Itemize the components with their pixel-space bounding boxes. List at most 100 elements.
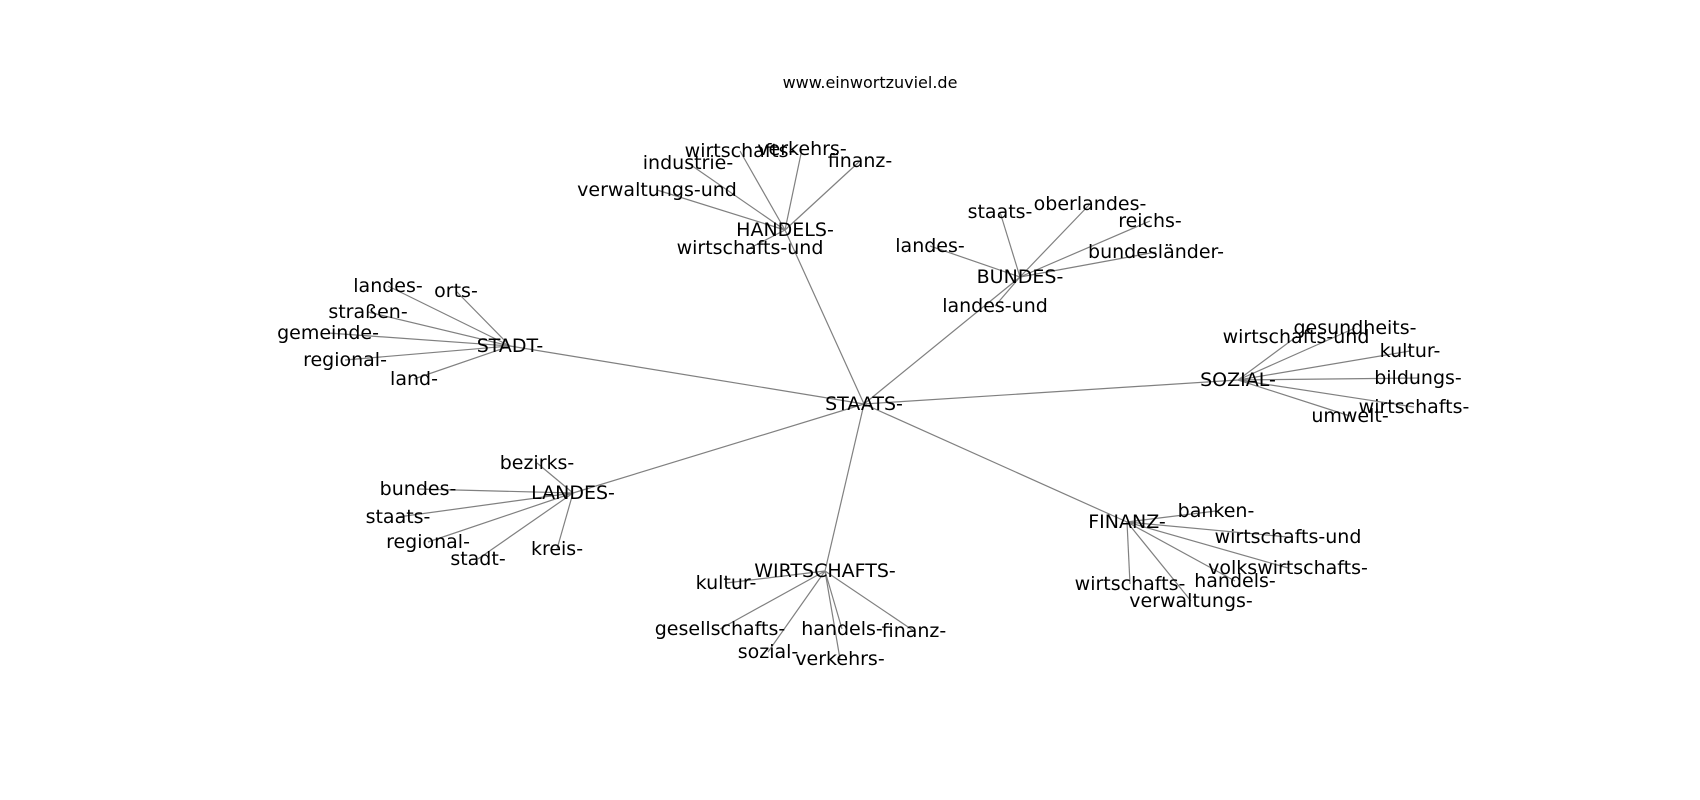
edge-bundes-to-bundes-landes bbox=[929, 245, 1021, 278]
edge-stadt-to-stadt-gemeinde bbox=[327, 332, 511, 347]
node-finanz-wirtschafts-und: wirtschafts-und bbox=[1215, 526, 1362, 548]
edge-sozial-to-sozial-kultur bbox=[1237, 350, 1411, 381]
edge-sozial-to-sozial-bildungs bbox=[1237, 377, 1419, 381]
edge-wirtschafts-to-wirtschafts-sozial bbox=[767, 570, 826, 653]
graph-edges bbox=[327, 148, 1419, 660]
node-landes-regional: regional- bbox=[386, 531, 470, 553]
edge-stadt-to-stadt-orts bbox=[455, 290, 511, 347]
node-wirtschafts-kultur: kultur- bbox=[696, 572, 757, 594]
node-stadt-gemeinde: gemeinde- bbox=[277, 322, 379, 344]
edge-wirtschafts-to-wirtschafts-kultur bbox=[725, 570, 826, 584]
edge-handels-to-handels-verkehrs bbox=[784, 148, 803, 231]
edge-bundes-to-bundes-bundeslander bbox=[1019, 251, 1157, 278]
node-finanz-volkswirtschafts: volkswirtschafts- bbox=[1208, 557, 1368, 579]
edge-sozial-to-sozial-gesundheits bbox=[1237, 327, 1356, 381]
edge-bundes-to-bundes-landes-und bbox=[994, 276, 1021, 307]
edge-sozial-to-sozial-wirtschafts-und bbox=[1237, 336, 1297, 381]
edge-landes-to-landes-stadt bbox=[477, 492, 574, 560]
edge-finanz-to-finanz-wirtschafts-und bbox=[1126, 521, 1289, 538]
node-landes: LANDES- bbox=[531, 482, 615, 504]
page-title: www.einwortzuviel.de bbox=[783, 73, 958, 92]
node-wirtschafts-finanz: finanz- bbox=[882, 620, 947, 642]
edge-handels-to-handels-industrie bbox=[687, 162, 786, 231]
edge-landes-to-landes-bezirks bbox=[536, 462, 574, 494]
node-sozial-gesundheits: gesundheits- bbox=[1293, 317, 1416, 339]
edge-finanz-to-finanz-volkswirtschafts bbox=[1126, 521, 1289, 569]
edge-landes-to-landes-bundes bbox=[417, 488, 574, 494]
edge-finanz-to-finanz-banken bbox=[1126, 510, 1217, 523]
node-landes-stadt: stadt- bbox=[450, 548, 505, 570]
node-finanz-handels: handels- bbox=[1194, 570, 1276, 592]
node-sozial-bildungs: bildungs- bbox=[1374, 367, 1462, 389]
node-bundes-oberlandes: oberlandes- bbox=[1034, 193, 1147, 215]
edge-landes-to-landes-kreis bbox=[556, 492, 574, 550]
node-wirtschafts-handels: handels- bbox=[801, 618, 883, 640]
edge-landes-to-landes-staats bbox=[397, 492, 574, 518]
edge-staats-to-wirtschafts bbox=[824, 403, 865, 572]
node-stadt-orts: orts- bbox=[434, 280, 478, 302]
node-staats: STAATS- bbox=[825, 393, 903, 415]
edge-finanz-to-finanz-handels bbox=[1126, 521, 1236, 582]
edge-staats-to-finanz bbox=[863, 403, 1128, 523]
edge-handels-to-handels-verwaltungs-und bbox=[656, 189, 786, 231]
edge-finanz-to-finanz-verwaltungs bbox=[1126, 521, 1192, 602]
node-stadt-regional: regional- bbox=[303, 349, 387, 371]
edge-wirtschafts-to-wirtschafts-gesellschafts bbox=[719, 570, 826, 630]
node-bundes-landes: landes- bbox=[895, 235, 964, 257]
edge-sozial-to-sozial-umwelt bbox=[1237, 379, 1351, 417]
node-handels: HANDELS- bbox=[736, 219, 834, 241]
node-finanz-banken: banken- bbox=[1178, 500, 1255, 522]
node-stadt-land: land- bbox=[390, 368, 438, 390]
node-handels-verkehrs: verkehrs- bbox=[757, 138, 846, 160]
edge-staats-to-bundes bbox=[863, 276, 1021, 405]
node-wirtschafts-gesellschafts: gesellschafts- bbox=[655, 618, 786, 640]
node-handels-verwaltungs-und: verwaltungs-und bbox=[577, 179, 737, 201]
node-bundes-landes-und: landes-und bbox=[942, 295, 1048, 317]
node-bundes-staats: staats- bbox=[968, 201, 1033, 223]
node-landes-staats: staats- bbox=[366, 506, 431, 528]
edge-handels-to-handels-finanz bbox=[784, 160, 861, 231]
node-finanz: FINANZ- bbox=[1088, 511, 1166, 533]
node-finanz-verwaltungs: verwaltungs- bbox=[1129, 590, 1253, 612]
edge-staats-to-landes bbox=[572, 403, 865, 494]
node-finanz-wirtschafts: wirtschafts- bbox=[1075, 573, 1186, 595]
edge-staats-to-handels bbox=[784, 229, 865, 405]
edge-stadt-to-stadt-land bbox=[413, 345, 511, 380]
edge-bundes-to-bundes-staats bbox=[999, 211, 1021, 278]
node-sozial-kultur: kultur- bbox=[1380, 340, 1441, 362]
edge-stadt-to-stadt-landes bbox=[387, 285, 511, 347]
node-handels-industrie: industrie- bbox=[643, 152, 733, 174]
node-stadt: STADT- bbox=[477, 335, 544, 357]
node-sozial-wirtschafts-und: wirtschafts-und bbox=[1223, 326, 1370, 348]
node-bundes: BUNDES- bbox=[977, 266, 1064, 288]
edge-stadt-to-stadt-regional bbox=[344, 345, 511, 361]
edge-finanz-to-finanz-wirtschafts bbox=[1126, 521, 1131, 585]
edge-staats-to-stadt bbox=[509, 345, 865, 405]
edge-wirtschafts-to-wirtschafts-verkehrs bbox=[824, 570, 841, 660]
node-handels-finanz: finanz- bbox=[828, 150, 893, 172]
node-bundes-bundeslander: bundesländer- bbox=[1088, 241, 1224, 263]
node-wirtschafts-verkehrs: verkehrs- bbox=[795, 648, 884, 670]
edge-landes-to-landes-regional bbox=[427, 492, 574, 543]
node-sozial-wirtschafts: wirtschafts- bbox=[1359, 396, 1470, 418]
edge-wirtschafts-to-wirtschafts-finanz bbox=[824, 570, 915, 632]
edge-staats-to-sozial bbox=[863, 379, 1239, 405]
node-landes-bundes: bundes- bbox=[380, 478, 457, 500]
edge-bundes-to-bundes-oberlandes bbox=[1019, 203, 1091, 278]
node-wirtschafts: WIRTSCHAFTS- bbox=[754, 560, 896, 582]
node-wirtschafts-sozial: sozial- bbox=[738, 641, 799, 663]
edge-bundes-to-bundes-reichs bbox=[1019, 220, 1151, 278]
node-handels-wirtschafts-und: wirtschafts-und bbox=[677, 237, 824, 259]
edge-wirtschafts-to-wirtschafts-handels bbox=[824, 570, 843, 630]
edge-sozial-to-sozial-wirtschafts bbox=[1237, 379, 1415, 408]
edge-handels-to-handels-wirtschafts bbox=[739, 150, 786, 231]
node-bundes-reichs: reichs- bbox=[1118, 210, 1182, 232]
edge-handels-to-handels-wirtschafts-und bbox=[749, 229, 786, 249]
node-landes-bezirks: bezirks- bbox=[500, 452, 575, 474]
graph-nodes: STAATS-HANDELS-BUNDES-STADT-SOZIAL-LANDE… bbox=[277, 138, 1469, 670]
node-sozial-umwelt: umwelt- bbox=[1311, 405, 1388, 427]
node-landes-kreis: kreis- bbox=[531, 538, 583, 560]
edge-stadt-to-stadt-strassen bbox=[367, 311, 511, 347]
node-stadt-landes: landes- bbox=[353, 275, 422, 297]
